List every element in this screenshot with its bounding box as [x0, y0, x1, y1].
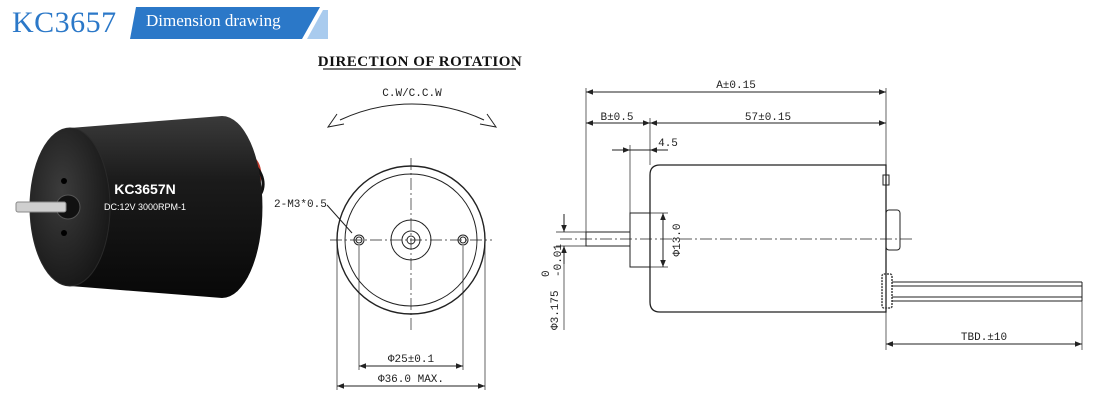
rotation-arrow-left [326, 113, 345, 128]
total-length-dimension: A±0.15 [716, 80, 756, 92]
screw-hole-bottom [61, 230, 67, 236]
shaft-dia-tol-lower: -0.01 [553, 244, 565, 277]
rear-tab [882, 174, 890, 186]
motor-shaft [15, 201, 67, 213]
motor-body [70, 116, 263, 298]
rear-cap-outline [885, 209, 901, 251]
motor-body-outline [649, 164, 887, 313]
screw-leader [326, 204, 353, 234]
lead-length-dimension: TBD.±10 [961, 332, 1007, 344]
rotation-title: DIRECTION OF ROTATION [318, 54, 522, 70]
wire-grommet [881, 273, 893, 309]
motor-model-print: KC3657N [114, 181, 175, 197]
front-view [323, 68, 516, 390]
rotation-label: C.W/C.C.W [382, 88, 442, 100]
shaft-dia-dimension-group: Φ3.175 0 -0.01 [541, 244, 565, 330]
body-dia-dimension: Φ36.0 MAX. [378, 374, 444, 386]
boss-length-dimension: 4.5 [658, 138, 678, 150]
screw-hole-top [61, 178, 67, 184]
rotation-arc [339, 103, 485, 121]
title-banner [130, 7, 328, 39]
shaft-dia-tol-upper: 0 [541, 270, 553, 277]
screw-label: 2-M3*0.5 [274, 199, 327, 211]
rotation-arrow-right [479, 113, 498, 128]
side-view [556, 88, 1083, 350]
body-length-dimension: 57±0.15 [745, 112, 791, 124]
shaft-length-dimension: B±0.5 [600, 112, 633, 124]
motor-spec-print: DC:12V 3000RPM-1 [104, 202, 186, 212]
shaft-dia-dimension: Φ3.175 [550, 290, 562, 330]
boss-dia-dimension: Φ13.0 [672, 223, 684, 256]
banner-label: Dimension drawing [146, 11, 281, 30]
front-boss-outline [629, 212, 651, 268]
motor-photo: KC3657N DC:12V 3000RPM-1 [15, 116, 265, 298]
model-number: KC3657 [12, 6, 117, 39]
pcd-dimension: Φ25±0.1 [388, 354, 435, 366]
